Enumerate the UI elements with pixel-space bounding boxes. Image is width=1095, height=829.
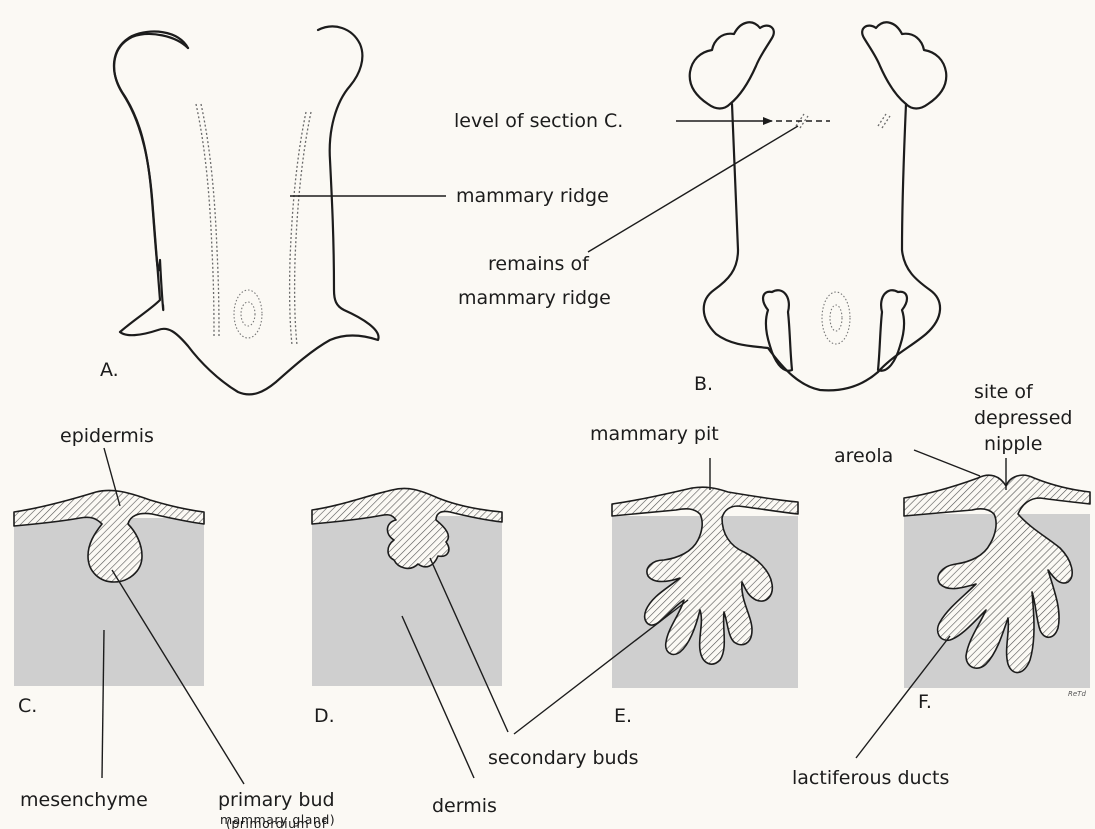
genital-tubercle-b [822, 292, 850, 344]
panel-b-embryo: level of section C. remains of mammary r… [454, 22, 946, 395]
embryo-b-trunk [704, 104, 940, 390]
panel-e-section: mammary pit secondary buds E. [488, 423, 798, 769]
remains-label-line1: remains of [488, 253, 590, 275]
embryo-b-left-arm [690, 22, 774, 108]
panel-f-section: areola site of depressed nipple lactifer… [792, 381, 1090, 789]
panel-label-c: C. [18, 695, 37, 717]
mammary-ridge-right [290, 112, 306, 345]
secondary-buds-label: secondary buds [488, 747, 639, 769]
site-label-line1: site of [974, 381, 1034, 403]
embryo-a-outline [114, 32, 188, 310]
mammary-ridge-left [196, 104, 214, 338]
primary-bud-label: primary bud [218, 789, 335, 811]
mammary-ridge-right-2 [295, 112, 311, 345]
areola-leader [914, 450, 980, 476]
site-label-line2: depressed [974, 407, 1072, 429]
mammary-ridge-label: mammary ridge [456, 185, 609, 207]
primordium-label-line2: mammary gland) [220, 812, 335, 827]
lactiferous-ducts-label: lactiferous ducts [792, 767, 949, 789]
dermis-label: dermis [432, 795, 497, 817]
lactiferous-ducts-leader [856, 636, 950, 758]
panel-label-b: B. [694, 373, 713, 395]
illustrator-signature: ReTd [1068, 690, 1086, 698]
panel-a-embryo: A. mammary ridge [100, 26, 609, 394]
panel-label-a: A. [100, 359, 119, 381]
panel-label-d: D. [314, 705, 335, 727]
mesenchyme-label: mesenchyme [20, 789, 148, 811]
epidermis-label: epidermis [60, 425, 154, 447]
panel-label-f: F. [918, 691, 932, 713]
mammary-pit-label: mammary pit [590, 423, 719, 445]
remains-leader [588, 126, 798, 252]
genital-tubercle-a [234, 290, 262, 338]
level-of-section-label: level of section C. [454, 110, 623, 132]
embryo-b-right-arm [862, 22, 946, 108]
areola-label: areola [834, 445, 893, 467]
embryo-a-body-outline [114, 26, 378, 394]
remains-label-line2: mammary ridge [458, 287, 611, 309]
panel-label-e: E. [614, 705, 632, 727]
genital-tubercle-a-inner [241, 302, 255, 326]
panel-d-section: dermis D. [312, 488, 508, 817]
panel-c-section: epidermis mesenchyme primary bud (primor… [14, 425, 335, 829]
genital-tubercle-b-inner [830, 305, 842, 331]
site-label-line3: nipple [984, 433, 1042, 455]
